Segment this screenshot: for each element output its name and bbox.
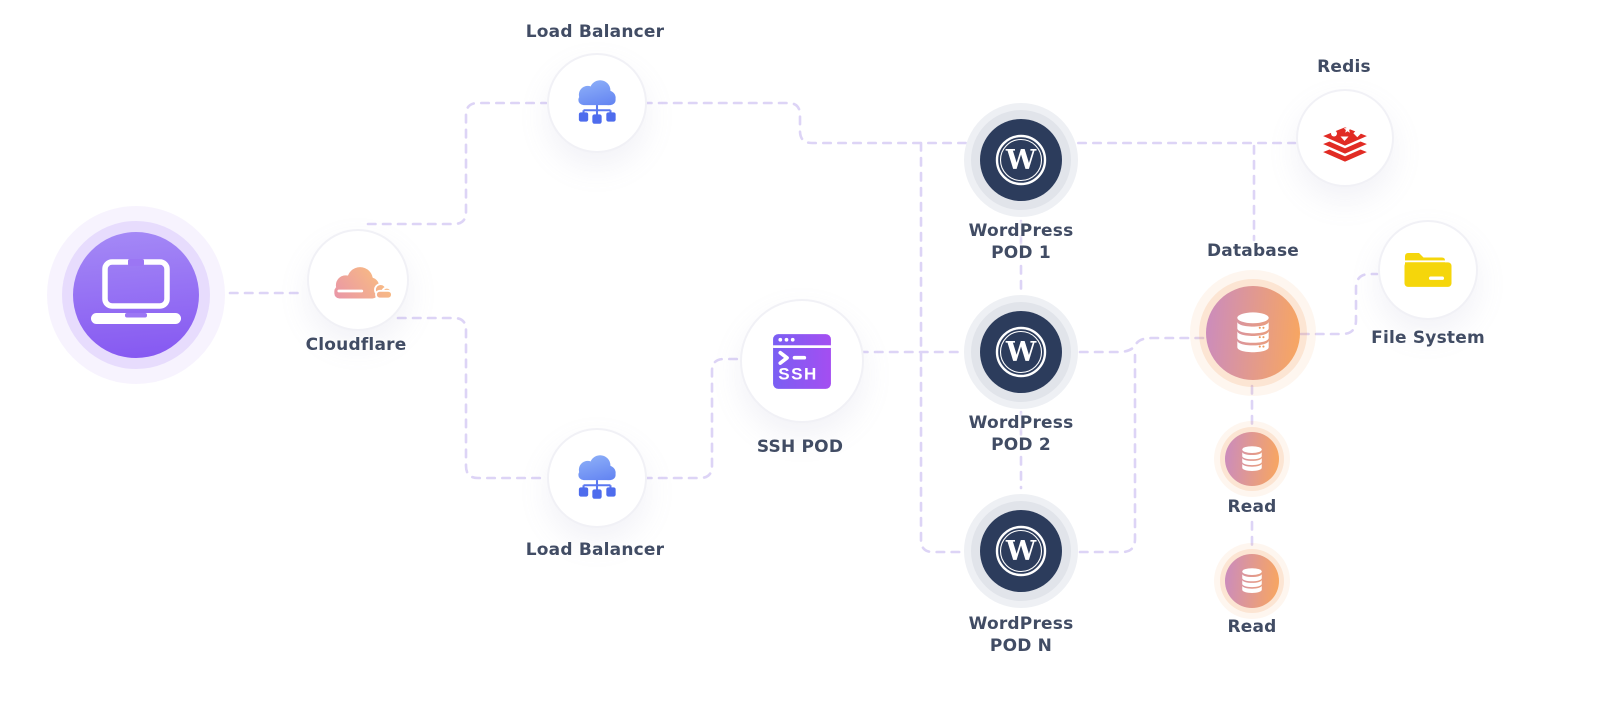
edge-trunk-branch-pods <box>919 141 964 554</box>
ssh-pod-label: SSH POD <box>756 437 844 457</box>
wordpress-icon: W <box>995 525 1047 577</box>
ssh-pod-node: SSH <box>740 299 864 423</box>
file-system-node <box>1378 220 1478 320</box>
cloudflare-cloud-icon <box>334 267 393 300</box>
database-icon <box>1242 446 1262 471</box>
wordpress-logo-letter: W <box>1005 145 1037 176</box>
redis-label: Redis <box>1317 57 1371 77</box>
ssh-icon-text: SSH <box>778 365 818 384</box>
wordpress-pod-1-node: W <box>964 103 1078 217</box>
database-icon <box>1242 568 1262 593</box>
laptop-icon <box>91 259 181 324</box>
database-label: Database <box>1206 241 1300 261</box>
wordpress-logo-letter: W <box>1005 337 1037 368</box>
wordpress-icon: W <box>995 134 1047 186</box>
edge-cloudflare-lb-bottom <box>396 316 548 480</box>
client-node <box>47 206 225 384</box>
wordpress-pod-n-node: W <box>964 494 1078 608</box>
load-balancer-bottom-node <box>547 428 647 528</box>
ssh-terminal-icon: SSH <box>773 334 831 389</box>
cloudflare-label: Cloudflare <box>305 335 407 355</box>
load-balancer-bottom-label: Load Balancer <box>525 540 665 560</box>
wordpress-pod-n-label: WordPress POD N <box>968 614 1074 656</box>
wordpress-pod-2-node: W <box>964 295 1078 409</box>
cloud-network-icon <box>578 455 616 499</box>
load-balancer-top-label: Load Balancer <box>525 22 665 42</box>
read-replica-2-node <box>1214 543 1290 619</box>
edge-podn-database <box>1078 353 1137 554</box>
edge-pod2-database <box>1078 336 1207 354</box>
folder-icon <box>1404 253 1452 287</box>
cloudflare-node <box>307 229 409 331</box>
redis-icon <box>1318 124 1372 165</box>
edge-cloudflare-lb-top <box>366 101 548 226</box>
cloud-network-icon <box>578 80 616 124</box>
load-balancer-top-node <box>547 53 647 153</box>
edge-lb-top-trunk-to-redis <box>642 101 1297 145</box>
wordpress-icon: W <box>995 326 1047 378</box>
read-replica-1-node <box>1214 421 1290 497</box>
redis-node <box>1296 89 1394 187</box>
wordpress-logo-letter: W <box>1005 536 1037 567</box>
read-replica-1-label: Read <box>1227 497 1277 517</box>
edge-database-filesystem <box>1299 272 1379 336</box>
wordpress-pod-2-label: WordPress POD 2 <box>968 413 1074 455</box>
wordpress-pod-1-label: WordPress POD 1 <box>968 221 1074 263</box>
database-node <box>1190 270 1316 396</box>
database-icon <box>1237 312 1269 353</box>
file-system-label: File System <box>1371 328 1485 348</box>
edge-lb-bottom-ssh <box>642 357 741 480</box>
read-replica-2-label: Read <box>1227 617 1277 637</box>
